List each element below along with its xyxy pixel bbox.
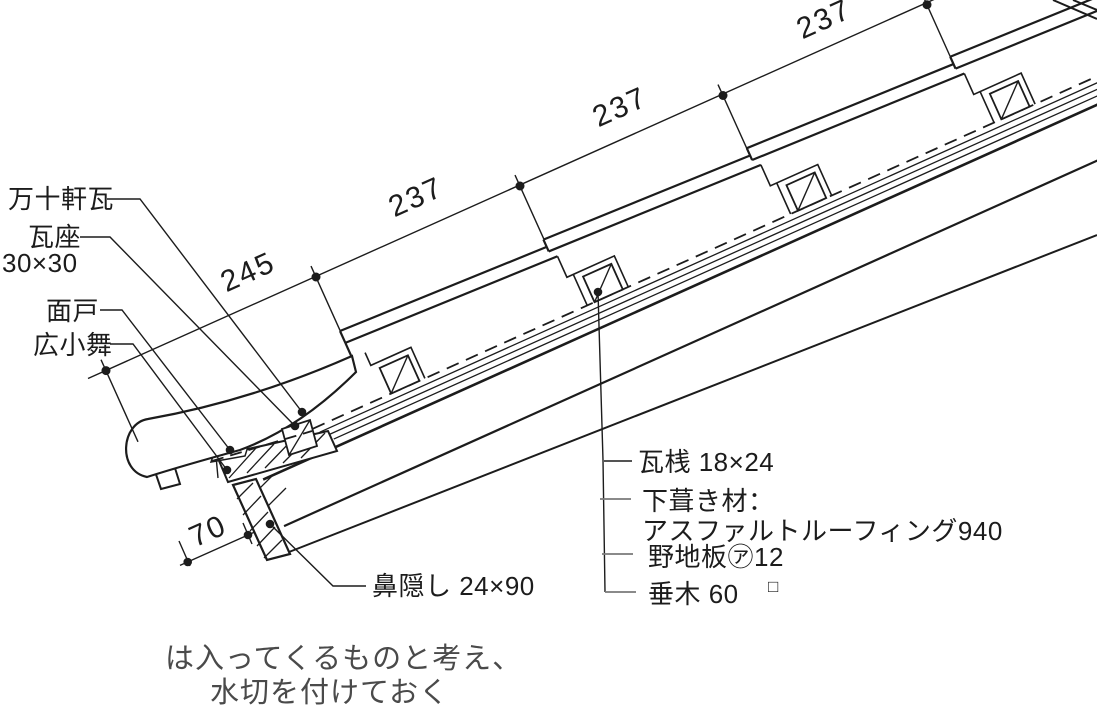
fascia-board bbox=[231, 477, 292, 562]
label-fascia: 鼻隠し 24×90 bbox=[372, 571, 535, 601]
label-sheathing: 野地板㋐12 bbox=[648, 542, 784, 572]
label-underlayment-1: 下葺き材： bbox=[642, 486, 775, 516]
underlayment-dash-eave bbox=[211, 430, 313, 462]
dimension-label-70: 70 bbox=[184, 509, 232, 554]
dimension-label-245: 245 bbox=[216, 246, 281, 299]
lower-edge-line bbox=[288, 234, 1097, 553]
label-hirokomai: 広小舞 bbox=[33, 330, 113, 360]
batten-leader-dot bbox=[593, 287, 603, 297]
fascia-leader-dot bbox=[265, 519, 275, 529]
dimension-dots bbox=[101, 0, 932, 376]
left-leader-lines bbox=[80, 198, 303, 471]
corner-lines bbox=[1052, 0, 1097, 20]
fascia-hatch bbox=[236, 482, 283, 559]
note-text-line1: は入ってくるものと考え、 bbox=[165, 642, 522, 675]
dimension-70: 70 bbox=[178, 509, 256, 567]
label-rafter-square-symbol: □ bbox=[768, 577, 778, 596]
tile-seat-block bbox=[280, 418, 319, 457]
label-tile-seat-size: 30×30 bbox=[2, 248, 78, 278]
right-leader-line bbox=[597, 291, 606, 593]
dimension-label-237-2: 237 bbox=[588, 81, 653, 134]
dimension-system bbox=[87, 0, 952, 443]
fascia-leader-line bbox=[269, 523, 366, 587]
sheathing-lines bbox=[319, 62, 1097, 440]
label-tile-batten: 瓦桟 18×24 bbox=[638, 447, 774, 477]
label-mendo: 面戸 bbox=[46, 296, 99, 326]
label-underlayment-2: アスファルトルーフィング940 bbox=[642, 516, 1003, 546]
first-hook-channel bbox=[364, 346, 426, 379]
roof-slope-structure bbox=[254, 0, 1097, 528]
dimension-label-237-1: 237 bbox=[384, 171, 449, 224]
label-tile-seat: 瓦座 bbox=[28, 222, 81, 252]
left-leader-dots bbox=[222, 407, 307, 475]
underlayment-dashed-line bbox=[254, 56, 1097, 456]
rafter-bottom-line bbox=[283, 127, 1097, 528]
eave-tile-shape bbox=[125, 354, 358, 479]
label-manju-eave-tile: 万十軒瓦 bbox=[8, 184, 114, 214]
label-rafter: 垂木 60 bbox=[648, 579, 739, 609]
rafter-top-line bbox=[262, 80, 1097, 481]
note-text-line2: 水切を付けておく bbox=[210, 676, 449, 709]
hirokomai-hatch bbox=[228, 432, 326, 479]
